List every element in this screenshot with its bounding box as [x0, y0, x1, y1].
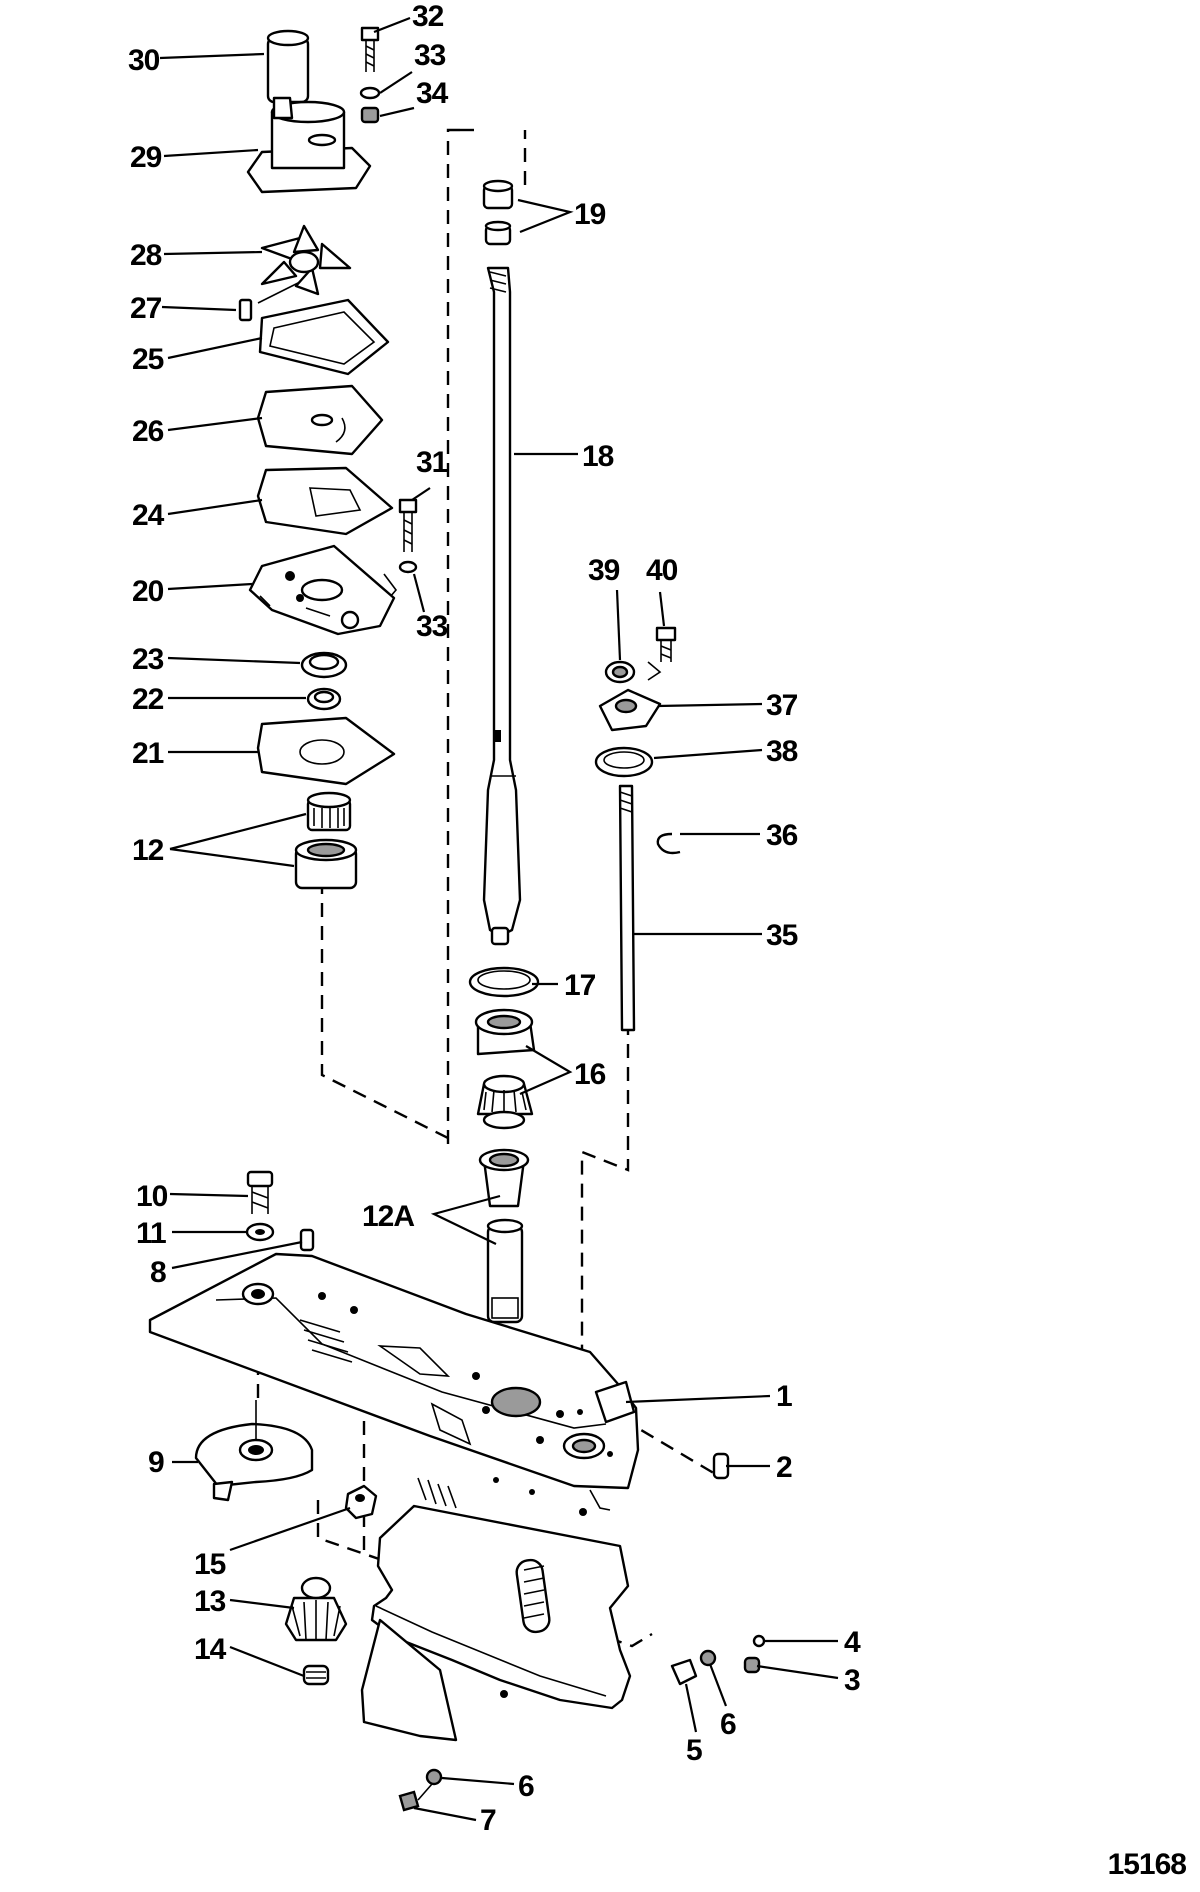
part-10-screw: [246, 1170, 274, 1214]
part-12-bearing: [306, 791, 352, 832]
callout-16: 16: [574, 1058, 606, 1091]
callout-30: 30: [128, 44, 160, 77]
part-26-face-plate: [256, 384, 384, 456]
callout-1: 1: [776, 1380, 792, 1413]
callout-25: 25: [132, 343, 164, 376]
callout-11: 11: [136, 1217, 166, 1250]
callout-3: 3: [844, 1664, 860, 1697]
callout-6b: 6: [518, 1770, 534, 1803]
part-23-seal: [300, 651, 348, 679]
callout-35: 35: [766, 919, 798, 952]
part-18-drive-shaft: [482, 266, 522, 946]
part-40-screw: [655, 626, 677, 662]
part-6-washer-lower: [425, 1768, 443, 1786]
callout-27: 27: [130, 292, 162, 325]
part-15-anode: [344, 1484, 378, 1520]
callout-7: 7: [480, 1804, 496, 1837]
callout-14: 14: [194, 1633, 227, 1666]
part-29-water-pump-body: [246, 96, 372, 194]
callout-9: 9: [148, 1446, 164, 1479]
callout-40: 40: [646, 554, 678, 587]
part-12-bearing-carrier: [294, 838, 358, 890]
callout-18: 18: [582, 440, 614, 473]
callout-19: 19: [574, 198, 606, 231]
part-4-plug: [752, 1634, 766, 1648]
part-5-screw: [670, 1658, 698, 1686]
leader-lines: [159, 16, 839, 1822]
part-1-gear-housing: [148, 1252, 640, 1516]
callout-26: 26: [132, 415, 164, 448]
callout-5: 5: [686, 1734, 702, 1767]
part-17-shim: [468, 966, 540, 998]
part-21-gasket: [256, 716, 396, 786]
part-39-seal: [604, 660, 636, 684]
lower-gearcase: [360, 1504, 632, 1742]
part-33-washer-lower: [398, 560, 418, 574]
callout-39: 39: [588, 554, 620, 587]
part-16-bearing-cone: [476, 1074, 534, 1130]
part-36-e-clip: [656, 832, 681, 855]
part-19-bushing-upper: [482, 179, 514, 210]
callout-12: 12: [132, 834, 164, 867]
callout-20: 20: [132, 575, 164, 608]
callout-36: 36: [766, 819, 798, 852]
part-8-dowel-pin: [299, 1228, 315, 1252]
parts: [148, 26, 766, 1812]
part-33-washer: [359, 86, 381, 100]
part-19-bushing-lower: [484, 220, 512, 246]
part-37-shift-bushing: [598, 688, 662, 732]
callout-34: 34: [416, 77, 449, 110]
callout-15: 15: [194, 1548, 226, 1581]
part-22-seal: [306, 687, 342, 711]
part-13-gear: [284, 1576, 348, 1642]
callout-4: 4: [844, 1626, 861, 1659]
callout-23: 23: [132, 643, 164, 676]
part-30-spacer: [266, 29, 310, 104]
part-2-pin: [712, 1452, 730, 1480]
callout-37: 37: [766, 689, 798, 722]
part-20-water-pump-base: [248, 544, 396, 636]
callout-33b: 33: [416, 610, 448, 643]
callout-2: 2: [776, 1451, 792, 1484]
callout-12a: 12A: [362, 1200, 414, 1233]
callout-38: 38: [766, 735, 798, 768]
part-25-gasket: [258, 298, 390, 376]
callout-21: 21: [132, 737, 164, 770]
part-12a-sleeve: [486, 1218, 524, 1324]
callout-6a: 6: [720, 1708, 736, 1741]
part-11-washer: [245, 1222, 275, 1242]
callout-10: 10: [136, 1180, 168, 1213]
part-7-screw: [398, 1783, 433, 1812]
part-34-nut: [360, 106, 380, 124]
callout-13: 13: [194, 1585, 226, 1618]
shift-screw-guide: [647, 661, 662, 681]
callout-31: 31: [416, 446, 448, 479]
part-3-screw: [743, 1656, 761, 1674]
callout-32: 32: [412, 0, 444, 33]
impeller-key-guide: [257, 281, 301, 304]
part-9-trim-tab: [194, 1422, 314, 1502]
callout-29: 29: [130, 141, 162, 174]
part-16-bearing-cup: [474, 1008, 536, 1056]
part-24-gasket: [256, 466, 394, 536]
callout-28: 28: [130, 239, 162, 272]
callout-22: 22: [132, 683, 164, 716]
callout-24: 24: [132, 499, 165, 532]
callout-33a: 33: [414, 39, 446, 72]
callout-labels: 1 2 3 4 5 6 6 7 8 9 10 11 12 12A 13 14 1…: [128, 0, 862, 1837]
part-32-screw: [360, 26, 380, 72]
part-28-impeller: [260, 224, 352, 296]
part-35-shift-shaft: [618, 784, 636, 1032]
part-31-screw: [398, 498, 418, 552]
callout-17: 17: [564, 969, 596, 1002]
part-27-key: [238, 298, 253, 322]
figure-number: 15168: [1107, 1848, 1187, 1881]
callout-8: 8: [150, 1256, 166, 1289]
part-6-washer: [699, 1649, 717, 1667]
part-14-nut: [302, 1664, 330, 1686]
part-12a-bearing-cup: [478, 1148, 530, 1208]
